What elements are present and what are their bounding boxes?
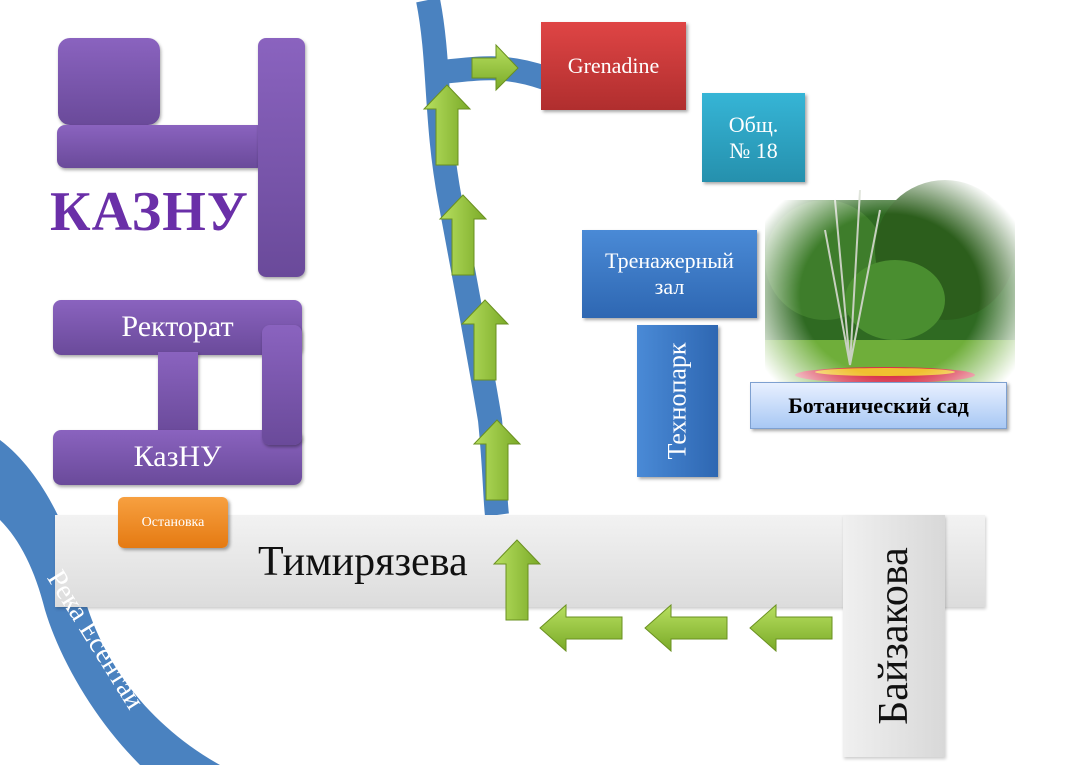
street-label-timiryazeva: Тимирязева — [258, 539, 468, 585]
arrow-up-icon — [473, 419, 521, 501]
building-connector-right — [262, 325, 302, 445]
arrow-left-icon — [539, 604, 623, 652]
building-block-vertical — [258, 38, 305, 277]
botanical-garden-image — [765, 180, 1015, 385]
botanical-garden-label[interactable]: Ботанический сад — [750, 382, 1007, 429]
road-baizakova — [843, 515, 945, 757]
building-gym[interactable]: Тренажерный зал — [582, 230, 757, 318]
arrow-up-icon — [439, 194, 487, 276]
building-kaznu: КазНУ — [53, 430, 302, 485]
arrow-left-icon — [749, 604, 833, 652]
building-block-horizontal — [57, 125, 265, 168]
arrow-right-icon — [471, 43, 519, 92]
arrow-up-icon — [423, 84, 471, 166]
building-dorm-18[interactable]: Общ. № 18 — [702, 93, 805, 182]
building-block-square — [58, 38, 160, 125]
arrow-up-icon — [461, 299, 509, 381]
building-connector-middle — [158, 352, 198, 434]
arrow-up-icon — [493, 539, 541, 621]
arrow-left-icon — [644, 604, 728, 652]
campus-title: КАЗНУ — [50, 181, 249, 243]
building-technopark[interactable]: Технопарк — [637, 325, 718, 477]
building-grenadine[interactable]: Grenadine — [541, 22, 686, 110]
bus-stop[interactable]: Остановка — [118, 497, 228, 548]
building-rectorate: Ректорат — [53, 300, 302, 355]
